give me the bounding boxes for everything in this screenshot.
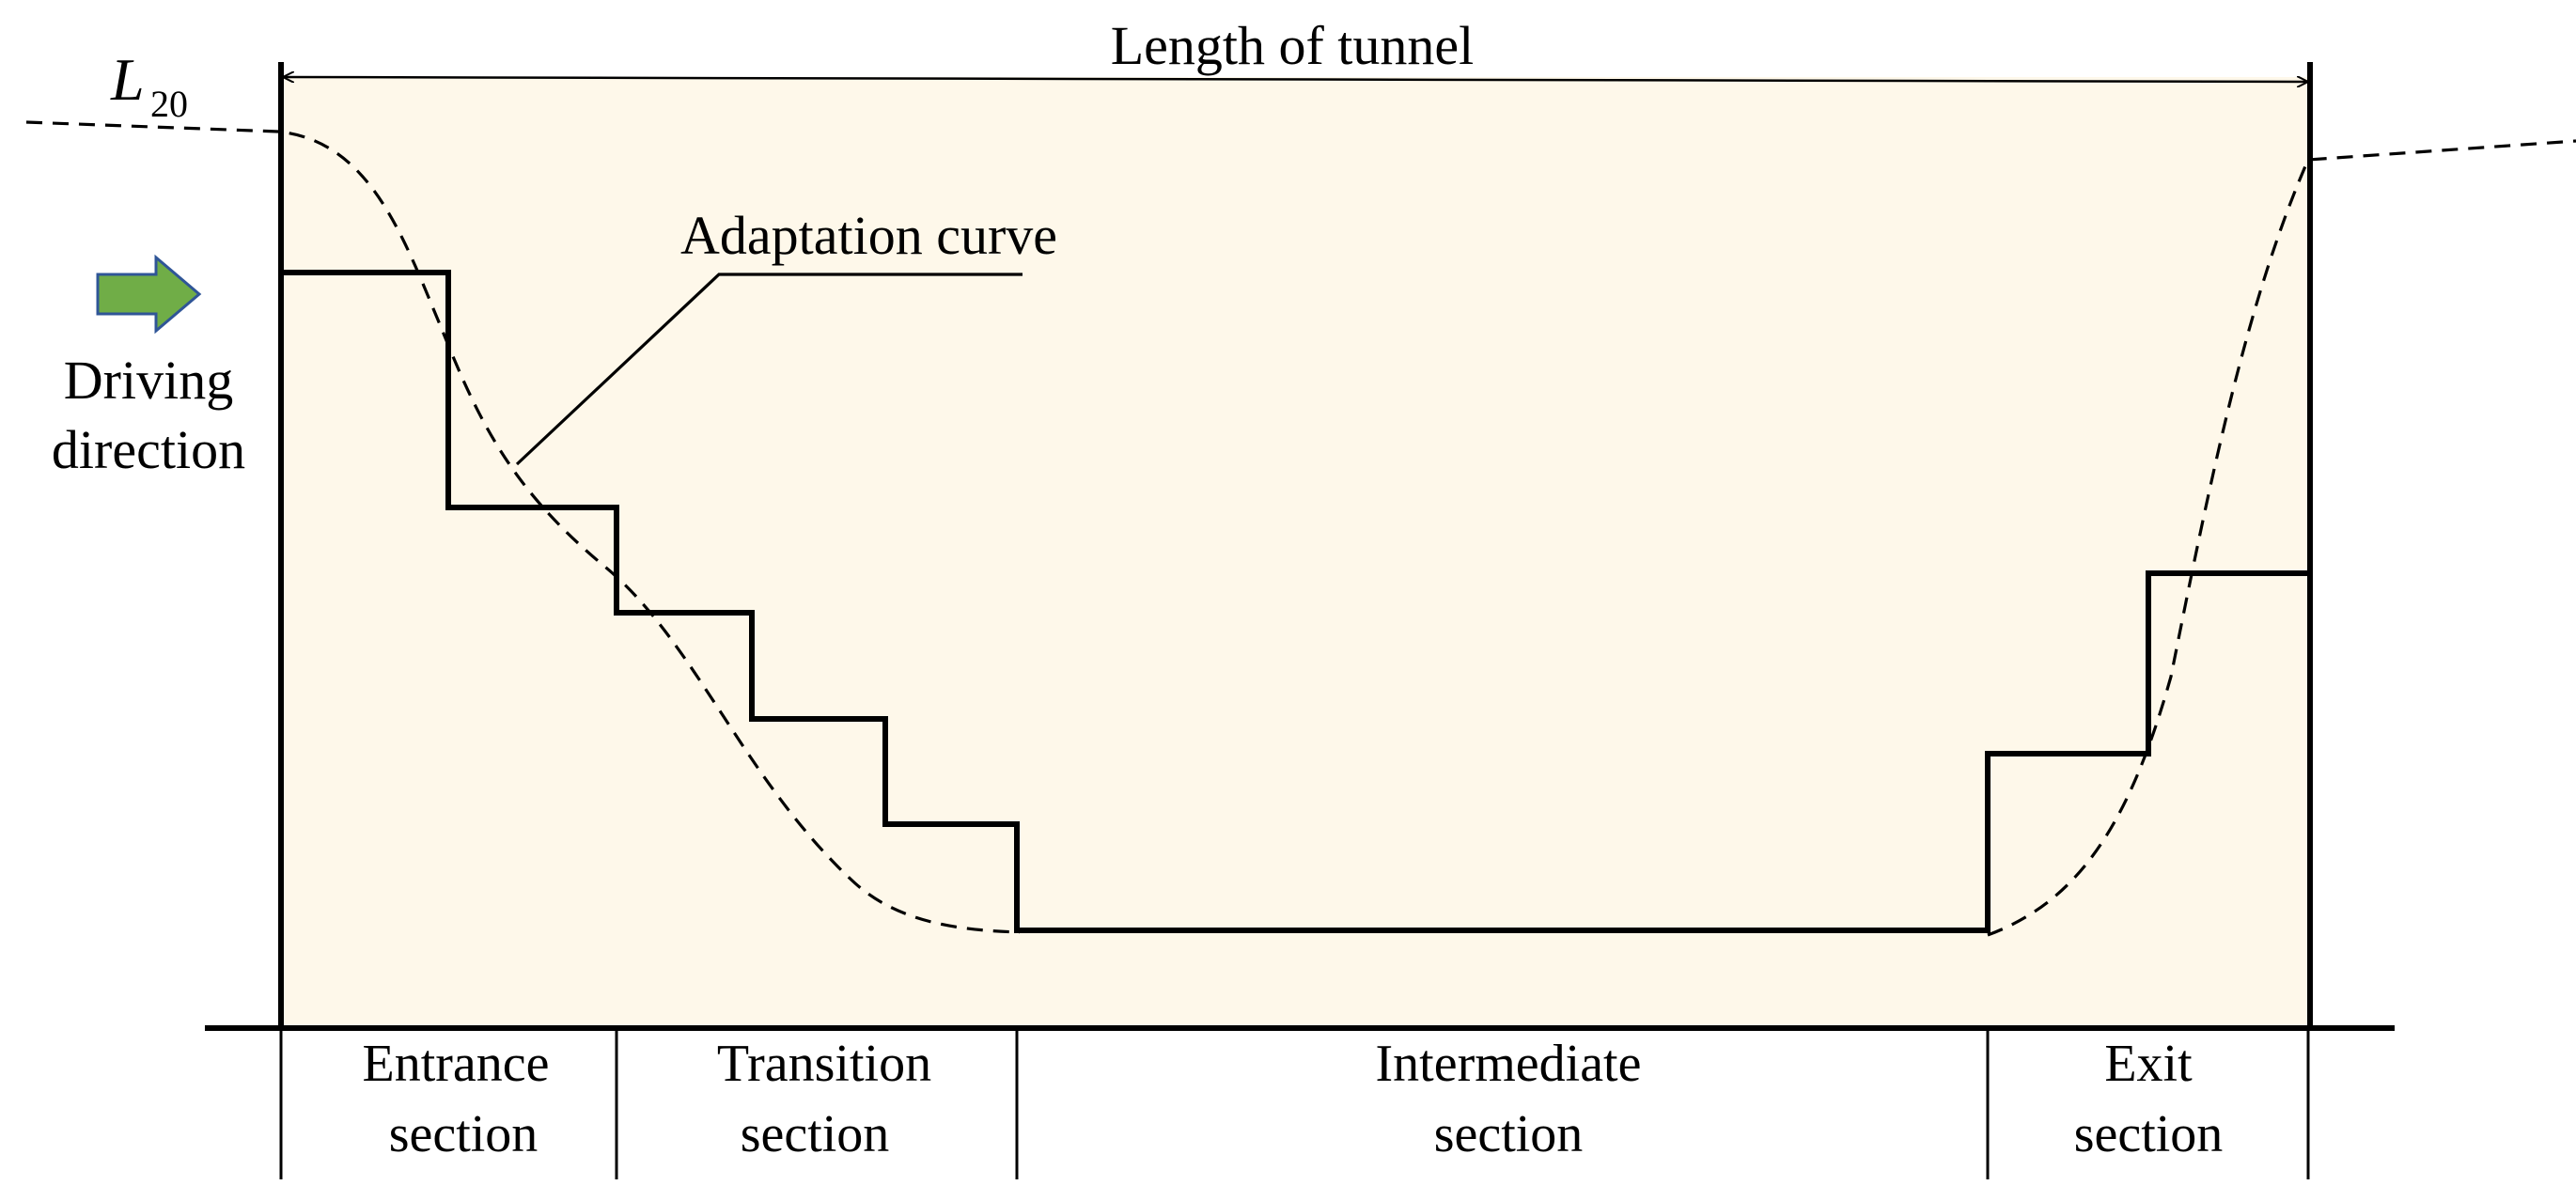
- section-intermediate-line1: Intermediate: [1376, 1035, 1642, 1093]
- tunnel-length-arrow: [284, 77, 2307, 82]
- lighting-step-line: [281, 270, 2310, 933]
- section-entrance-line2: section: [389, 1105, 539, 1163]
- adaptation-curve-label: Adaptation curve: [680, 205, 1057, 266]
- tunnel-length-label: Length of tunnel: [1111, 15, 1475, 76]
- section-transition-line1: Transition: [717, 1035, 931, 1093]
- section-intermediate-line2: section: [1434, 1105, 1584, 1163]
- section-transition-line2: section: [741, 1105, 890, 1163]
- section-entrance-line1: Entrance: [363, 1035, 550, 1093]
- tunnel-area: [281, 77, 2312, 1026]
- adaptation-curve-right: [1987, 139, 2576, 937]
- adaptation-curve-left: [25, 120, 1021, 934]
- section-exit-line1: Exit: [2104, 1035, 2193, 1093]
- driving-label-line2: direction: [52, 419, 245, 480]
- luminance-symbol: L: [110, 46, 145, 113]
- luminance-subscript: 20: [150, 83, 188, 125]
- section-exit-line2: section: [2074, 1105, 2224, 1163]
- driving-label-line1: Driving: [64, 350, 233, 411]
- right-arrow-icon: [96, 254, 202, 335]
- adaptation-curve-leader: [515, 273, 1023, 466]
